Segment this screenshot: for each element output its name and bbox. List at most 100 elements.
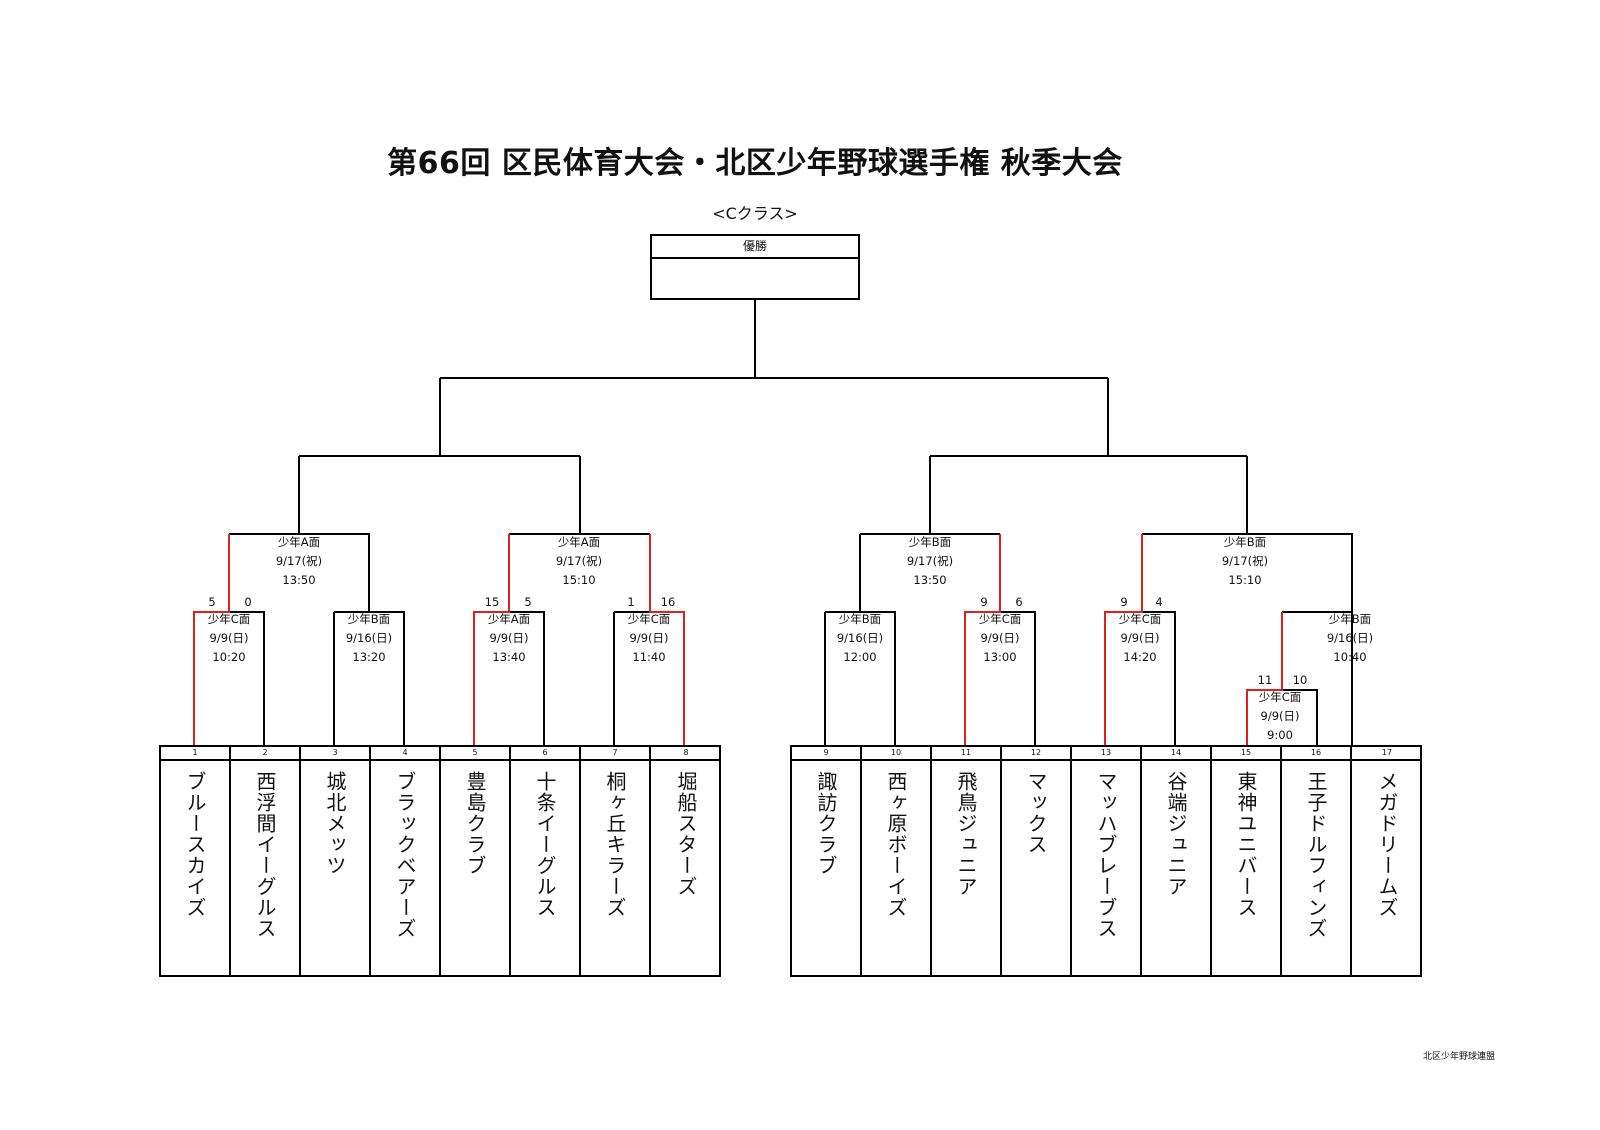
winner-path [193,534,230,745]
match-time: 13:50 [282,573,316,587]
team-name: 西ヶ原ボーイズ [884,771,908,918]
score: 9 [1120,595,1128,609]
match-date: 9/16(日) [836,631,884,645]
match-time: 13:20 [352,650,386,664]
match-time: 11:40 [632,650,666,664]
team-cell: 13 マッハブレーブス [1072,747,1142,975]
team-name: ブルースカイズ [183,771,207,918]
match-venue: 少年A面 [557,535,601,549]
team-name: 谷端ジュニア [1164,771,1188,897]
match-date: 9/16(日) [345,631,393,645]
team-cell: 11 飛鳥ジュニア [932,747,1002,975]
match-venue: 少年B面 [347,612,391,626]
match-date: 9/17(祝) [906,554,954,568]
match-time: 15:10 [562,573,596,587]
match-venue: 少年B面 [1223,535,1267,549]
match-venue: 少年C面 [627,612,671,626]
team-name: 十条イーグルス [533,771,557,918]
team-cell: 2 西浮間イーグルス [231,747,301,975]
team-number: 11 [932,747,1000,761]
match-venue: 少年C面 [978,612,1022,626]
team-name: マックス [1024,771,1048,855]
winner-path [964,534,1001,745]
match-time: 13:40 [492,650,526,664]
score: 0 [244,595,252,609]
score: 6 [1015,595,1023,609]
winner-path [1104,534,1143,745]
team-number: 9 [792,747,860,761]
match-time: 10:40 [1333,650,1367,664]
team-number: 7 [581,747,649,761]
team-number: 12 [1002,747,1070,761]
match-date: 9/9(日) [209,631,249,645]
match-time: 9:00 [1267,728,1293,742]
winner-path [473,534,510,745]
match-time: 14:20 [1123,650,1157,664]
match-date: 9/17(祝) [1221,554,1269,568]
match-time: 10:20 [212,650,246,664]
score: 16 [660,595,676,609]
team-number: 14 [1142,747,1210,761]
team-block-left: 1 ブルースカイズ 2 西浮間イーグルス 3 城北メッツ 4 ブラックベアーズ … [159,745,721,977]
team-cell: 9 諏訪クラブ [792,747,862,975]
match-date: 9/9(日) [1260,709,1300,723]
team-name: メガドリームズ [1375,771,1399,918]
score: 10 [1292,673,1308,687]
team-number: 4 [371,747,439,761]
team-number: 8 [651,747,721,761]
match-time: 13:00 [983,650,1017,664]
match-info: 少年A面 9/17(祝) 13:50 [244,533,354,590]
team-name: 東神ユニバース [1234,771,1258,918]
match-info: 少年C面 9/9(日) 11:40 [594,610,704,667]
team-number: 5 [441,747,509,761]
team-cell: 6 十条イーグルス [511,747,581,975]
team-block-right: 9 諏訪クラブ 10 西ヶ原ボーイズ 11 飛鳥ジュニア 12 マックス 13 … [790,745,1422,977]
match-info: 少年A面 9/9(日) 13:40 [454,610,564,667]
match-info: 少年C面 9/9(日) 13:00 [945,610,1055,667]
quarterfinal-bracket [1142,533,1353,612]
footer-organization: 北区少年野球連盟 [1423,1052,1496,1062]
match-venue: 少年C面 [1258,690,1302,704]
team-number: 10 [862,747,930,761]
first-round-bracket [333,611,405,745]
team-name: 西浮間イーグルス [253,771,277,939]
match-venue: 少年A面 [277,535,321,549]
score: 1 [627,595,635,609]
team-cell: 16 王子ドルフィンズ [1282,747,1352,975]
match-info: 少年B面 9/16(日) 10:40 [1295,610,1405,667]
quarterfinal-bracket [859,533,1000,612]
team-number: 15 [1212,747,1280,761]
match-time: 13:50 [913,573,947,587]
match-date: 9/9(日) [1120,631,1160,645]
champion-box: 優勝 [650,234,860,300]
match-date: 9/17(祝) [275,554,323,568]
team-cell: 4 ブラックベアーズ [371,747,441,975]
match-info: 少年C面 9/9(日) 9:00 [1225,688,1335,745]
team-cell: 15 東神ユニバース [1212,747,1282,975]
team-cell: 1 ブルースカイズ [161,747,231,975]
score: 11 [1257,673,1273,687]
team-number: 1 [161,747,229,761]
team-cell: 12 マックス [1002,747,1072,975]
score: 5 [524,595,532,609]
match-info: 少年B面 9/16(日) 12:00 [805,610,915,667]
match-date: 9/17(祝) [555,554,603,568]
team-name: ブラックベアーズ [393,771,417,939]
champion-label: 優勝 [652,236,858,259]
score: 15 [484,595,500,609]
page-title: 第66回 区民体育大会・北区少年野球選手権 秋季大会 [387,146,1123,181]
match-info: 少年B面 9/17(祝) 13:50 [875,533,985,590]
team-number: 3 [301,747,369,761]
team-cell: 10 西ヶ原ボーイズ [862,747,932,975]
match-info: 少年B面 9/17(祝) 15:10 [1190,533,1300,590]
match-time: 12:00 [843,650,877,664]
match-info: 少年C面 9/9(日) 10:20 [174,610,284,667]
match-venue: 少年B面 [908,535,952,549]
match-venue: 少年C面 [207,612,251,626]
semifinal-left-bar [298,455,581,534]
score: 9 [980,595,988,609]
winner-path [1246,612,1283,745]
team-cell: 14 谷端ジュニア [1142,747,1212,975]
match-venue: 少年C面 [1118,612,1162,626]
